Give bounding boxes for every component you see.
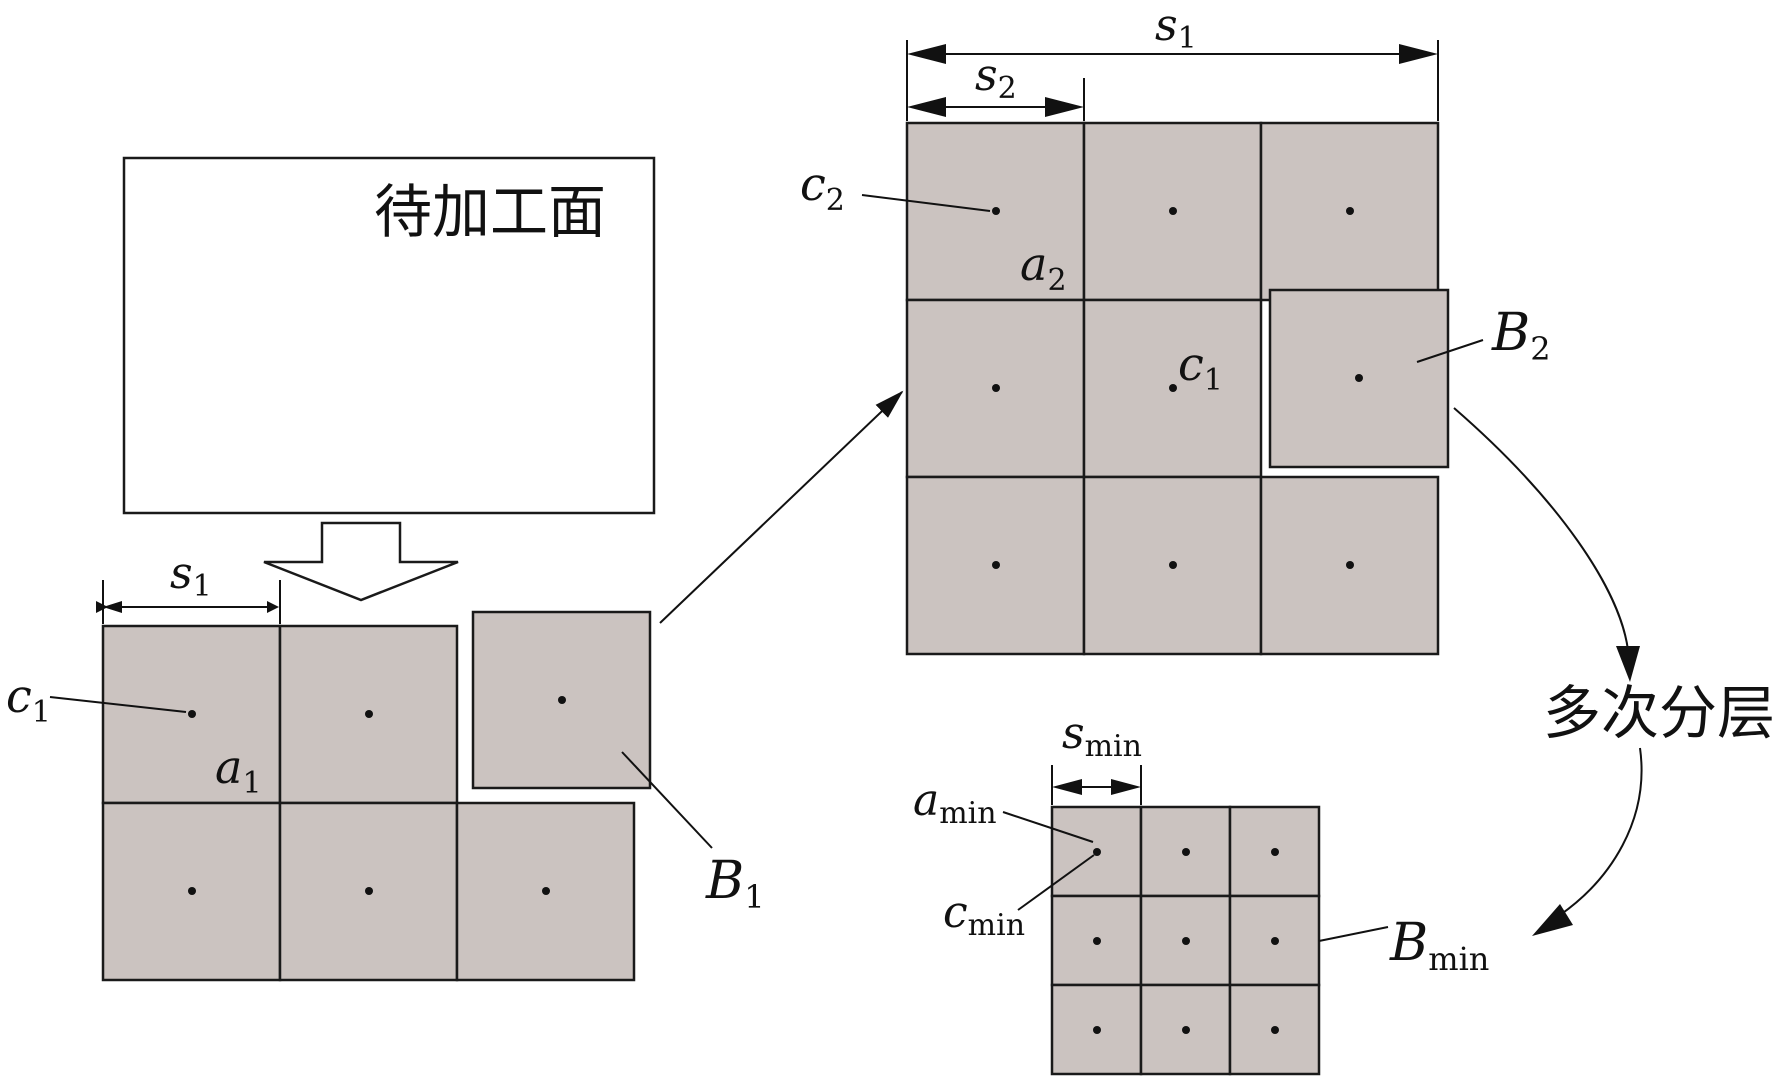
curve-arrow-top: [1453, 407, 1629, 651]
center-dot: [1169, 384, 1177, 392]
center-dot: [992, 561, 1000, 569]
Bmin-label: Bmin: [1389, 913, 1489, 978]
center-dot: [1093, 1026, 1101, 1034]
center-dot: [1093, 848, 1101, 856]
arrow-head: [1052, 779, 1082, 795]
cmin-leader-line: [1017, 854, 1095, 911]
center-dot: [1093, 937, 1101, 945]
arrow-head: [1399, 44, 1438, 64]
s2-label: s2: [975, 50, 1017, 106]
B2-label: B2: [1491, 303, 1551, 368]
cmin-label: cmin: [943, 887, 1025, 943]
center-dot: [1182, 1026, 1190, 1034]
s1-label-right: s1: [1155, 0, 1197, 56]
center-dot: [1346, 207, 1354, 215]
c2-leader-line: [861, 194, 991, 212]
machining-surface-box: [122, 156, 656, 515]
c1-leader-line: [49, 696, 187, 713]
a2-label: a2: [1020, 237, 1067, 298]
center-dot: [365, 887, 373, 895]
center-dot: [365, 710, 373, 718]
c1-label-right: c1: [1178, 337, 1223, 398]
center-dot: [1271, 1026, 1279, 1034]
center-dot: [1346, 561, 1354, 569]
arrow-head: [907, 97, 946, 117]
s1-label-left: s1: [170, 548, 212, 604]
arrow-head: [1616, 646, 1640, 682]
multilayer-label: 多次分层: [1543, 679, 1772, 747]
center-dot: [1182, 937, 1190, 945]
cell: [1082, 298, 1263, 479]
arrow-head: [907, 44, 946, 64]
Bmin-leader-line: [1318, 926, 1389, 942]
c1-label-left: c1: [6, 669, 51, 730]
center-dot: [542, 887, 550, 895]
center-dot: [1169, 207, 1177, 215]
B1-label: B1: [705, 851, 765, 916]
zoom-arrow: [659, 390, 904, 624]
left-grid: [101, 610, 652, 982]
c2-label: c2: [800, 157, 845, 218]
B1-leader-line: [621, 751, 713, 849]
arrow-head: [1045, 97, 1084, 117]
center-dot: [992, 384, 1000, 392]
center-dot: [188, 710, 196, 718]
amin-label: amin: [913, 775, 997, 831]
center-dot: [188, 887, 196, 895]
center-dot: [1271, 937, 1279, 945]
center-dot: [1355, 374, 1363, 382]
hollow-down-arrow: [263, 521, 459, 602]
center-dot: [992, 207, 1000, 215]
right-grid: [905, 121, 1450, 656]
center-dot: [558, 696, 566, 704]
B2-leader-line: [1416, 339, 1484, 363]
amin-leader-line: [1002, 811, 1094, 843]
curve-arrow-bottom: [1559, 747, 1643, 916]
arrow-head: [1111, 779, 1141, 795]
smin-label: smin: [1062, 708, 1142, 764]
arrow-head: [1532, 904, 1573, 936]
arrow-head: [103, 601, 122, 613]
center-dot: [1169, 561, 1177, 569]
a1-label: a1: [215, 740, 262, 801]
min-grid: [1050, 805, 1321, 1076]
machining-surface-label: 待加工面: [374, 178, 606, 246]
center-dot: [1182, 848, 1190, 856]
center-dot: [1271, 848, 1279, 856]
